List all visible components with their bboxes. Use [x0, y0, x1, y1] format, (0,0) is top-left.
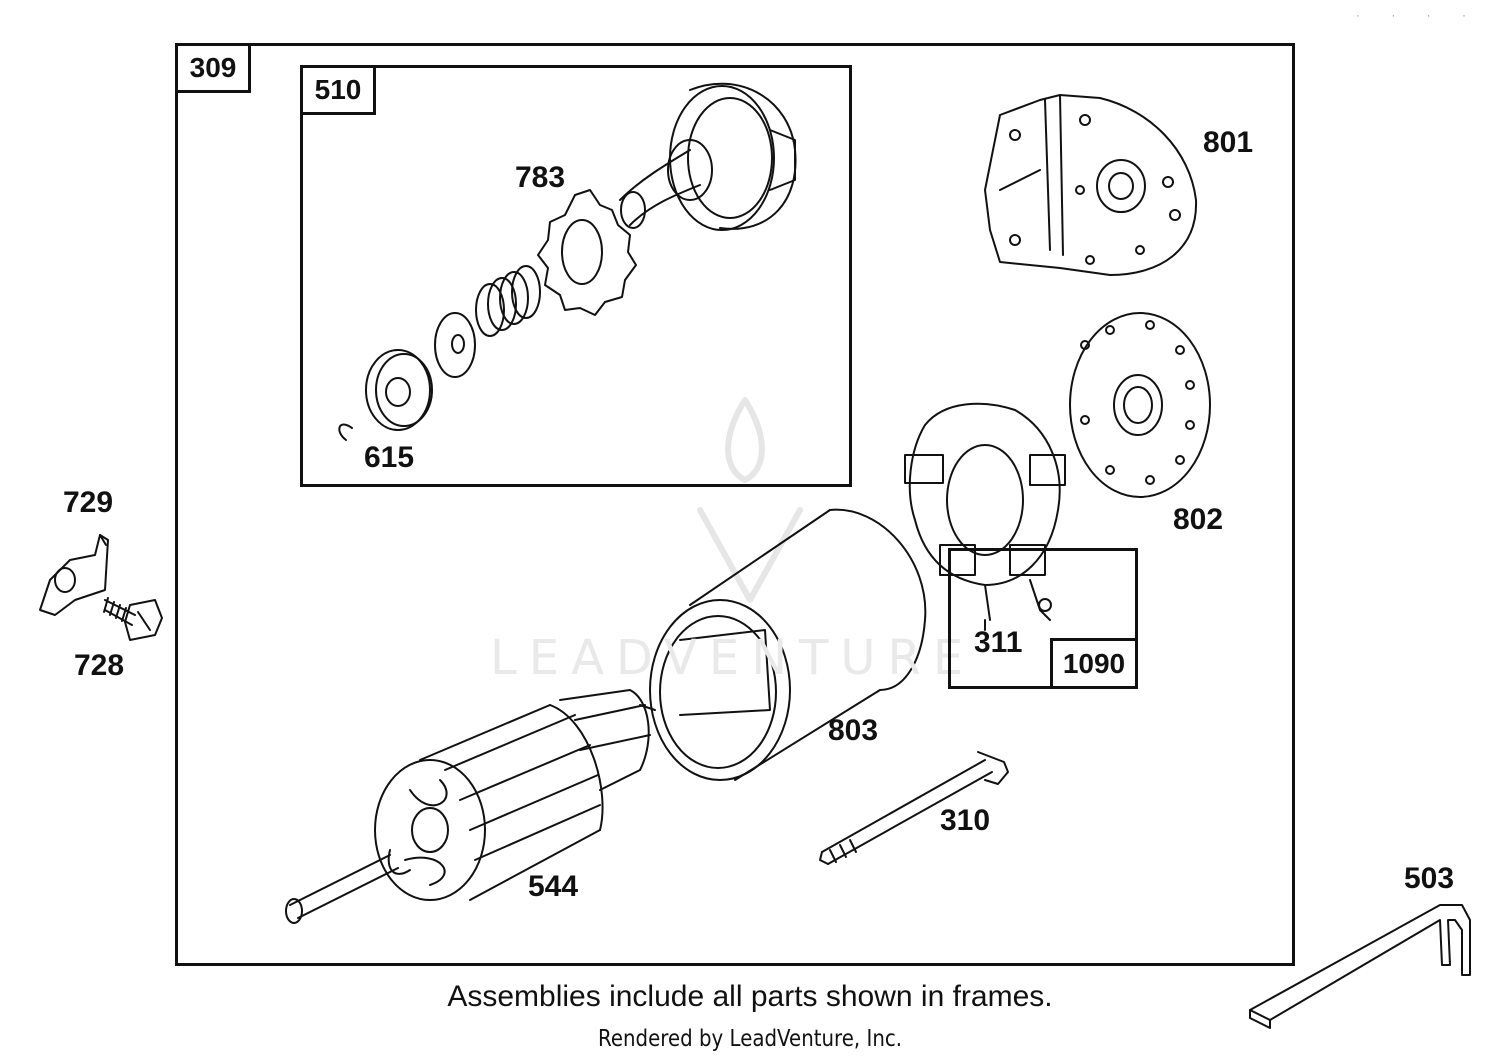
end-plate-disc	[1069, 312, 1211, 498]
assembly-note: Assemblies include all parts shown in fr…	[447, 980, 1053, 1013]
callout-615[interactable]: 615	[364, 441, 415, 474]
retaining-ring	[338, 423, 353, 441]
through-bolt	[819, 751, 1009, 865]
brush-holder	[904, 402, 1066, 621]
end-cap-plate	[984, 94, 1198, 276]
callout-803[interactable]: 803	[828, 714, 879, 747]
callout-310[interactable]: 310	[940, 804, 991, 837]
callout-801[interactable]: 801	[1203, 126, 1254, 159]
leadventure-logo-watermark	[697, 397, 803, 603]
callout-783[interactable]: 783	[515, 161, 566, 194]
callout-544[interactable]: 544	[528, 870, 579, 903]
watermark-text: LEADVENTURE	[490, 630, 976, 686]
callout-728[interactable]: 728	[74, 649, 125, 682]
frame-1090	[948, 548, 1138, 689]
callout-503[interactable]: 503	[1404, 862, 1455, 895]
callout-729[interactable]: 729	[63, 486, 114, 519]
washer	[434, 312, 476, 378]
screw	[103, 597, 163, 641]
frame-tag-1090[interactable]: 1090	[1050, 638, 1138, 689]
field-housing	[649, 508, 927, 781]
bracket	[39, 534, 109, 616]
callout-802[interactable]: 802	[1173, 503, 1224, 536]
frame-tag-510[interactable]: 510	[300, 65, 376, 115]
armature	[285, 689, 656, 924]
stop-collar	[365, 349, 433, 431]
callout-311[interactable]: 311	[974, 626, 1023, 659]
frame-tag-309[interactable]: 309	[175, 43, 251, 93]
spring	[475, 265, 541, 337]
render-credit: Rendered by LeadVenture, Inc.	[597, 1026, 903, 1052]
frame-510	[300, 65, 852, 487]
frame-309	[175, 43, 1295, 966]
drive-housing	[619, 82, 797, 231]
pinion-gear	[537, 189, 637, 316]
corner-marks: · · · ·	[1356, 8, 1480, 22]
service-tool	[1249, 904, 1471, 1029]
